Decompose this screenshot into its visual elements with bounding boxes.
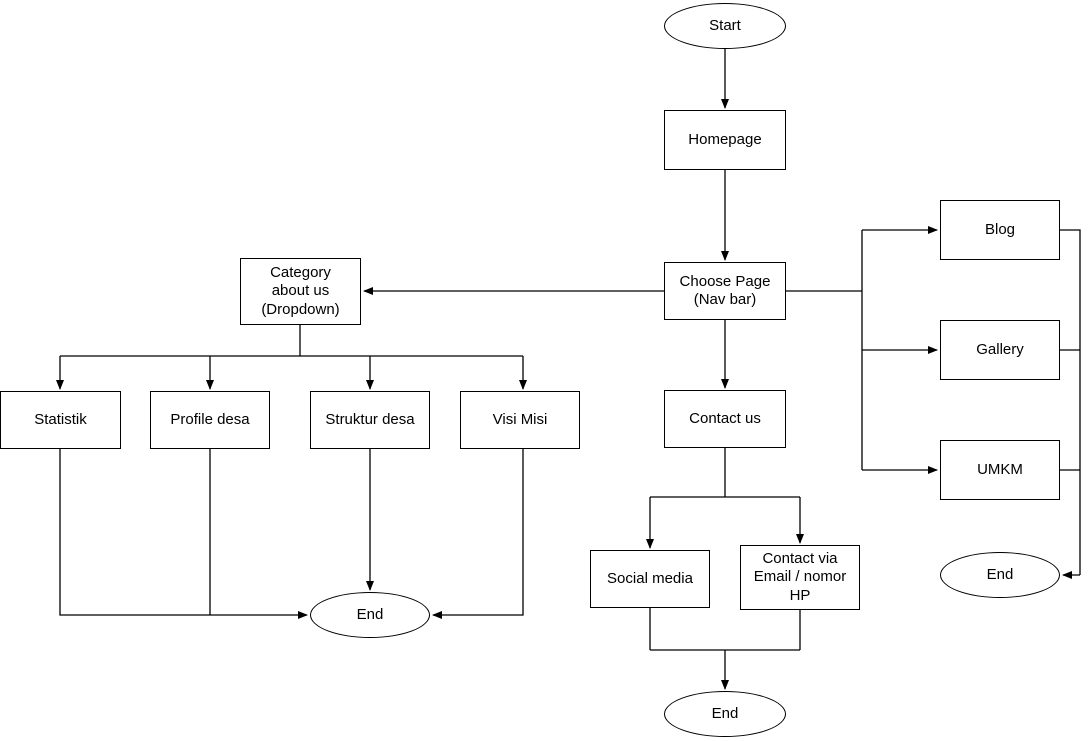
node-gallery[interactable]: Gallery: [940, 320, 1060, 380]
node-end-left[interactable]: End: [310, 592, 430, 638]
node-homepage[interactable]: Homepage: [664, 110, 786, 170]
node-contact-via-email-label: Contact via Email / nomor HP: [753, 550, 847, 604]
node-profile-desa[interactable]: Profile desa: [150, 391, 270, 449]
node-contact-us-label: Contact us: [689, 409, 761, 427]
node-homepage-label: Homepage: [688, 130, 762, 148]
node-contact-via-email[interactable]: Contact via Email / nomor HP: [740, 545, 860, 610]
node-umkm[interactable]: UMKM: [940, 440, 1060, 500]
node-start-label: Start: [709, 16, 741, 34]
node-blog[interactable]: Blog: [940, 200, 1060, 260]
node-visi-misi[interactable]: Visi Misi: [460, 391, 580, 449]
node-end-center[interactable]: End: [664, 691, 786, 737]
node-end-left-label: End: [356, 605, 384, 623]
node-struktur-desa[interactable]: Struktur desa: [310, 391, 430, 449]
node-end-right[interactable]: End: [940, 552, 1060, 598]
node-category-about-us[interactable]: Category about us (Dropdown): [240, 258, 361, 325]
node-blog-label: Blog: [984, 220, 1016, 238]
node-social-media[interactable]: Social media: [590, 550, 710, 608]
node-statistik-label: Statistik: [34, 410, 87, 428]
node-gallery-label: Gallery: [976, 340, 1024, 358]
node-umkm-label: UMKM: [977, 460, 1023, 478]
node-profile-desa-label: Profile desa: [170, 410, 250, 428]
node-struktur-desa-label: Struktur desa: [325, 410, 415, 428]
node-end-right-label: End: [986, 565, 1014, 583]
edge-statistik-to-end-left: [59, 449, 308, 619]
node-choose-page-label: Choose Page (Nav bar): [679, 272, 771, 308]
node-visi-misi-label: Visi Misi: [492, 410, 548, 428]
node-social-media-label: Social media: [607, 569, 693, 587]
node-contact-us[interactable]: Contact us: [664, 390, 786, 448]
edge-blog-to-end-right: [1060, 229, 1081, 575]
node-start[interactable]: Start: [664, 3, 786, 49]
edge-visi-misi-to-end-left: [432, 449, 524, 619]
node-choose-page[interactable]: Choose Page (Nav bar): [664, 262, 786, 320]
node-statistik[interactable]: Statistik: [0, 391, 121, 449]
node-end-center-label: End: [711, 704, 739, 722]
node-category-about-us-label: Category about us (Dropdown): [261, 264, 340, 318]
